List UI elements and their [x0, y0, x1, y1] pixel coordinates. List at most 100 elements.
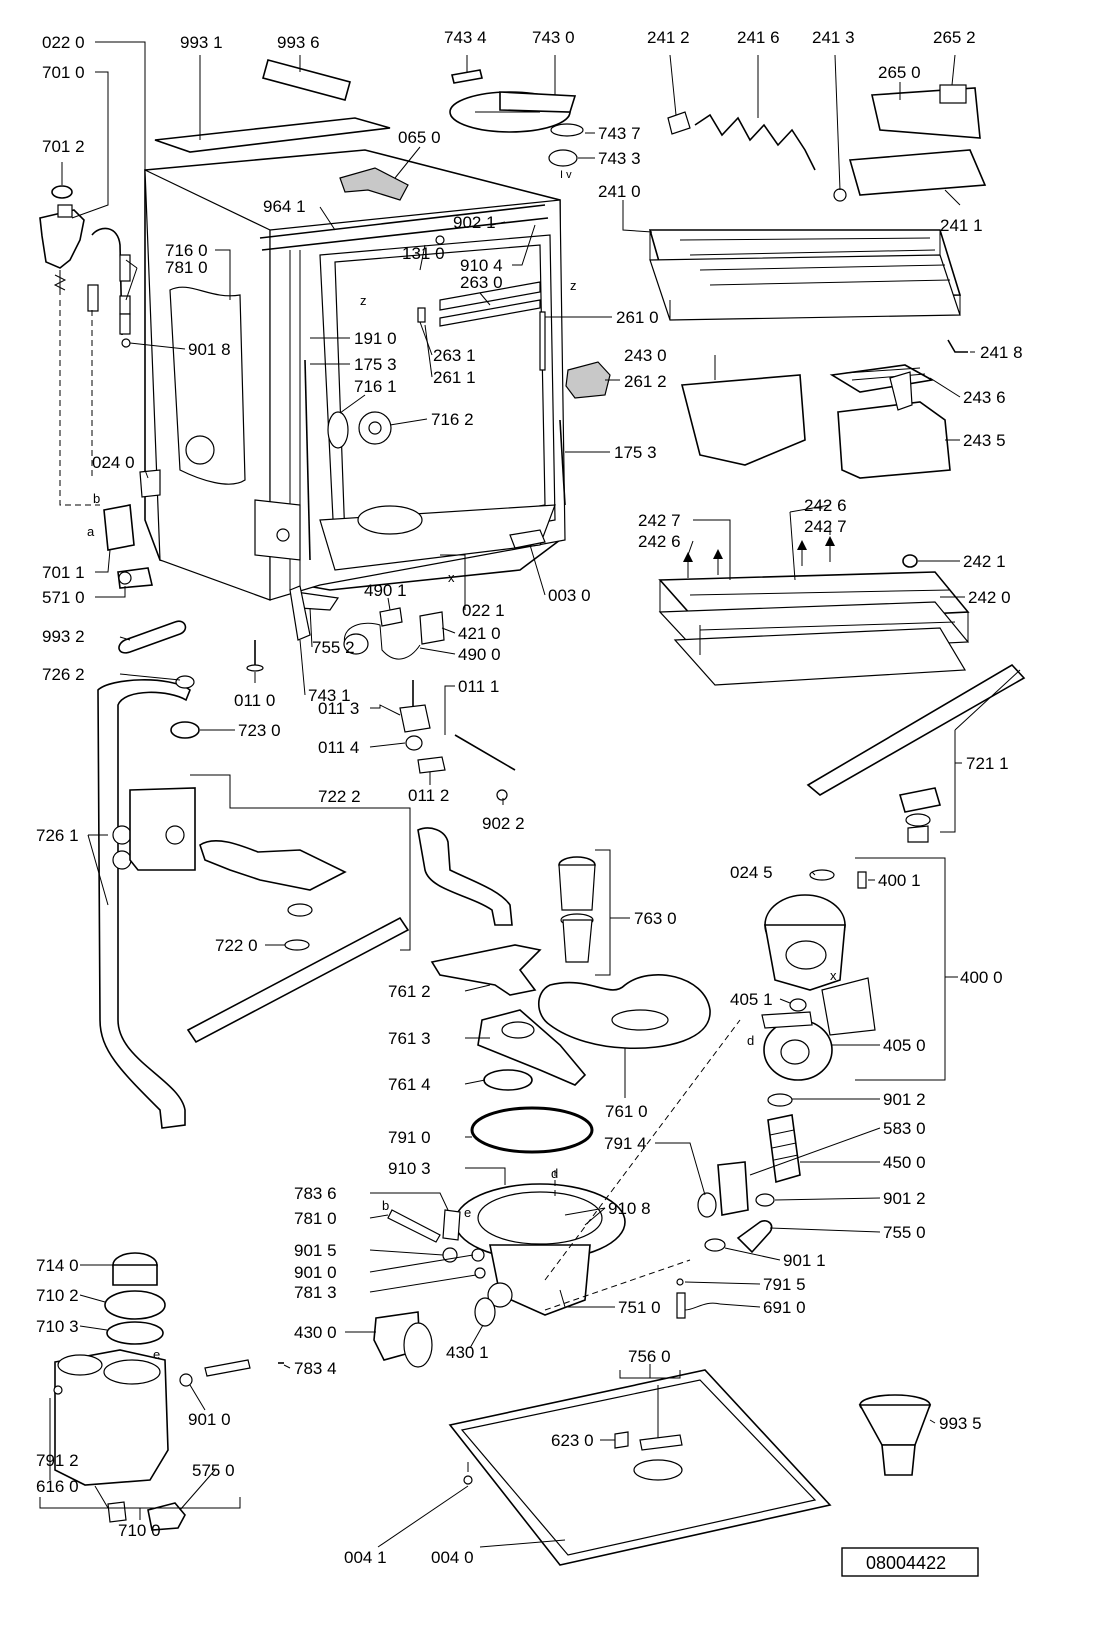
callout-label: 241 1	[940, 216, 983, 235]
callout-label: 743 1	[308, 686, 351, 705]
callout-label: 910 8	[608, 1199, 651, 1218]
callout-label: 901 8	[188, 340, 231, 359]
callout-label: 131 0	[402, 244, 445, 263]
callout-label: 901 0	[294, 1263, 337, 1282]
callout-label: 175 3	[614, 443, 657, 462]
callout-label: 910 3	[388, 1159, 431, 1178]
callout-label: 583 0	[883, 1119, 926, 1138]
callout-label: 710 3	[36, 1317, 79, 1336]
reference-number: 08004422	[866, 1553, 946, 1573]
callout-label: 993 5	[939, 1414, 982, 1433]
callout-label: 004 1	[344, 1548, 387, 1567]
callout-label: 902 2	[482, 814, 525, 833]
callout-label: 743 0	[532, 28, 575, 47]
callout-label: 791 5	[763, 1275, 806, 1294]
callout-label: 405 0	[883, 1036, 926, 1055]
callout-label: 710 2	[36, 1286, 79, 1305]
callout-label: 791 0	[388, 1128, 431, 1147]
callout-label: 901 2	[883, 1189, 926, 1208]
callout-label: 430 1	[446, 1343, 489, 1362]
callout-label: 241 0	[598, 182, 641, 201]
connection-letter: z	[570, 278, 577, 293]
callout-label: 242 6	[638, 532, 681, 551]
callout-label: 993 2	[42, 627, 85, 646]
callout-label: 265 0	[878, 63, 921, 82]
callout-label: 242 1	[963, 552, 1006, 571]
callout-label: 400 0	[960, 968, 1003, 987]
callout-label: 723 0	[238, 721, 281, 740]
callout-label: 781 3	[294, 1283, 337, 1302]
salt-funnel	[858, 1394, 932, 1476]
callout-label: 430 0	[294, 1323, 337, 1342]
callout-label: 722 2	[318, 787, 361, 806]
base-tray	[448, 1369, 832, 1566]
callout-label: 763 0	[634, 909, 677, 928]
callout-label: 400 1	[878, 871, 921, 890]
callout-label: 003 0	[548, 586, 591, 605]
callout-label: 571 0	[42, 588, 85, 607]
callout-label: 263 1	[433, 346, 476, 365]
callout-label: 722 0	[215, 936, 258, 955]
callout-label: 243 6	[963, 388, 1006, 407]
callout-label: 421 0	[458, 624, 501, 643]
callout-label: 902 1	[453, 213, 496, 232]
callout-label: 490 1	[364, 581, 407, 600]
callout-label: 743 4	[444, 28, 487, 47]
callout-label: 261 0	[616, 308, 659, 327]
callout-label: 701 0	[42, 63, 85, 82]
callout-label: 901 5	[294, 1241, 337, 1260]
upper-rack-parts	[449, 69, 987, 479]
connection-letter: b	[382, 1198, 389, 1213]
feed-tubes	[97, 675, 513, 1129]
callout-label: 716 2	[431, 410, 474, 429]
callout-label: 910 4	[460, 256, 503, 275]
lower-rack	[658, 536, 970, 686]
callout-label: 024 5	[730, 863, 773, 882]
callout-label: 691 0	[763, 1298, 806, 1317]
connection-letter: z	[360, 293, 367, 308]
filter-sump	[373, 856, 741, 1368]
callout-label: 011 0	[234, 691, 275, 710]
connection-letter: d	[551, 1166, 558, 1181]
callout-label: 964 1	[263, 197, 306, 216]
callout-label: 743 3	[598, 149, 641, 168]
callout-label: 623 0	[551, 1431, 594, 1450]
callout-label: 791 2	[36, 1451, 79, 1470]
circulation-pump	[676, 869, 876, 1319]
callout-label: 263 0	[460, 273, 503, 292]
callout-label: 993 6	[277, 33, 320, 52]
callout-label: 575 0	[192, 1461, 235, 1480]
cabinet-tub	[144, 59, 611, 601]
callout-label: 901 1	[783, 1251, 826, 1270]
callout-label: 783 4	[294, 1359, 337, 1378]
water-softener	[49, 1252, 284, 1531]
callout-label: 241 3	[812, 28, 855, 47]
reference-number-box: 08004422	[841, 1547, 979, 1577]
callout-label: 022 0	[42, 33, 85, 52]
callout-label: 004 0	[431, 1548, 474, 1567]
callout-label: 716 1	[354, 377, 397, 396]
callout-label: 783 6	[294, 1184, 337, 1203]
lower-spray-arm	[806, 663, 1026, 843]
callout-label: 261 1	[433, 368, 476, 387]
callout-label: 175 3	[354, 355, 397, 374]
callout-label: 242 6	[804, 496, 847, 515]
connection-letter: x	[830, 968, 837, 983]
callout-label: 065 0	[398, 128, 441, 147]
callout-label: 721 1	[966, 754, 1009, 773]
callout-labels: 022 0 993 1 993 6 743 4 743 0 241 2 241 …	[36, 28, 1023, 1567]
callout-label: 024 0	[92, 453, 135, 472]
connection-letter: d	[747, 1033, 754, 1048]
callout-label: 761 4	[388, 1075, 431, 1094]
callout-label: 701 2	[42, 137, 85, 156]
callout-label: 191 0	[354, 329, 397, 348]
callout-label: 761 0	[605, 1102, 648, 1121]
callout-label: 241 8	[980, 343, 1023, 362]
callout-label: 490 0	[458, 645, 501, 664]
callout-label: 791 4	[604, 1134, 647, 1153]
callout-label: 761 2	[388, 982, 431, 1001]
callout-label: 993 1	[180, 33, 223, 52]
callout-label: 716 0	[165, 241, 208, 260]
callout-label: 901 0	[188, 1410, 231, 1429]
